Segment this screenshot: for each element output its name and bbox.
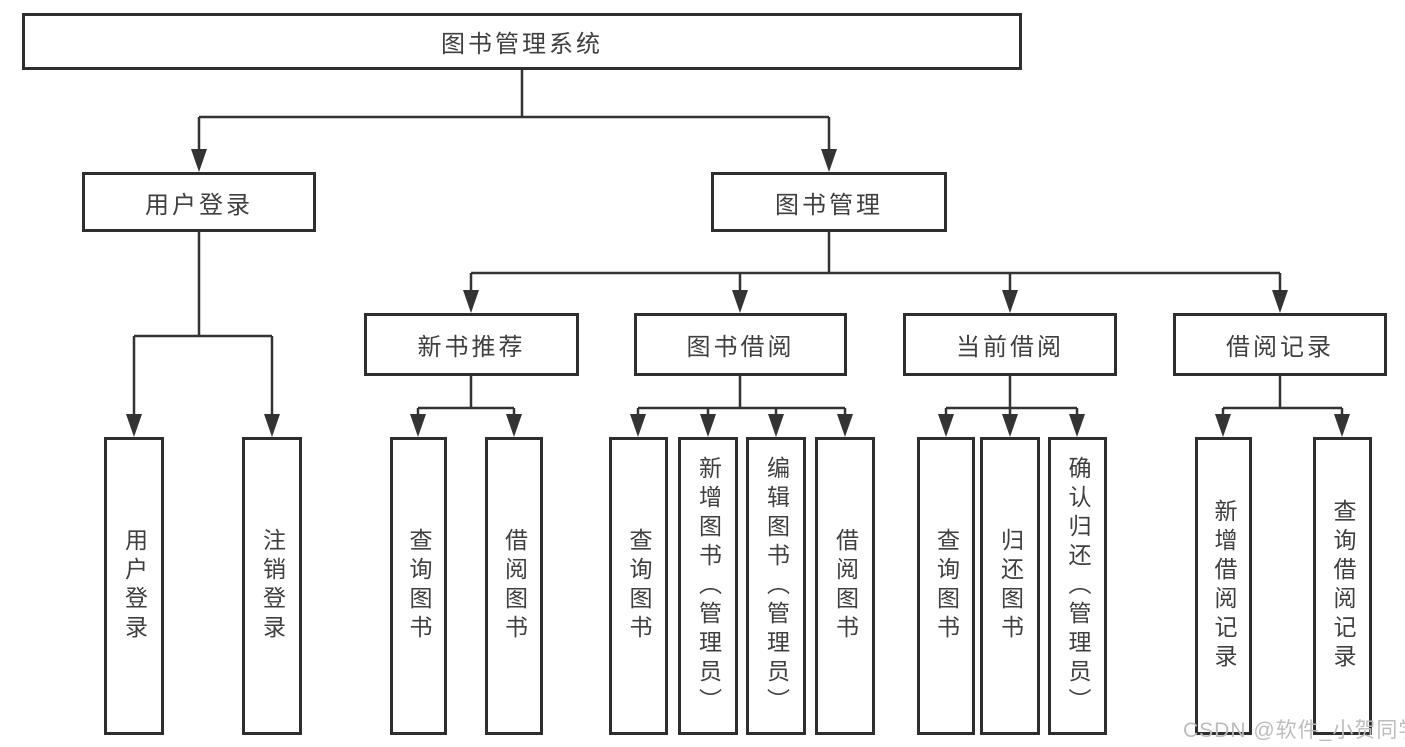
node-book-borrowing: 图书借阅: [634, 313, 847, 376]
leaf-edit-books-admin: 编辑图书（管理员）: [746, 437, 806, 735]
leaf-label: 确认归还（管理员）: [1065, 455, 1091, 717]
node-label: 用户登录: [145, 191, 253, 219]
node-user-login: 用户登录: [82, 172, 316, 232]
node-book-management: 图书管理: [711, 172, 947, 232]
leaf-label: 查询图书: [933, 528, 960, 644]
leaf-label: 查询图书: [406, 528, 432, 644]
leaf-logout: 注销登录: [242, 437, 302, 735]
leaf-label: 新增图书（管理员）: [695, 455, 722, 717]
node-label: 图书借阅: [686, 334, 795, 361]
node-label: 当前借阅: [956, 334, 1064, 361]
node-label: 借阅记录: [1226, 334, 1334, 361]
node-label: 新书推荐: [417, 334, 526, 361]
leaf-label: 编辑图书（管理员）: [763, 455, 790, 717]
node-new-book-recommend: 新书推荐: [364, 313, 579, 376]
node-current-borrowing: 当前借阅: [903, 313, 1117, 376]
node-root-system: 图书管理系统: [22, 13, 1022, 70]
node-label: 图书管理系统: [441, 31, 603, 58]
leaf-label: 新增借阅记录: [1211, 499, 1237, 673]
leaf-add-books-admin: 新增图书（管理员）: [678, 437, 738, 735]
leaf-return-books: 归还图书: [980, 437, 1040, 735]
leaf-label: 查询借阅记录: [1330, 499, 1356, 673]
leaf-label: 借阅图书: [832, 528, 859, 644]
leaf-query-borrow-record: 查询借阅记录: [1313, 437, 1372, 735]
leaf-query-books-borrow: 查询图书: [609, 437, 668, 735]
leaf-query-books-current: 查询图书: [917, 437, 975, 735]
leaf-user-login: 用户登录: [104, 437, 164, 735]
leaf-label: 借阅图书: [501, 528, 528, 644]
leaf-borrow-books: 借阅图书: [815, 437, 875, 735]
leaf-add-borrow-record: 新增借阅记录: [1195, 437, 1252, 735]
leaf-label: 查询图书: [626, 528, 652, 644]
leaf-label: 用户登录: [121, 528, 148, 644]
leaf-query-books-recommend: 查询图书: [390, 437, 447, 735]
node-label: 图书管理: [775, 191, 883, 219]
node-borrowing-records: 借阅记录: [1173, 313, 1387, 376]
leaf-confirm-return-admin: 确认归还（管理员）: [1048, 437, 1107, 735]
csdn-watermark: CSDN @软件_小贺同学: [1183, 719, 1405, 742]
leaf-label: 注销登录: [259, 528, 286, 644]
leaf-borrow-books-recommend: 借阅图书: [485, 437, 543, 735]
leaf-label: 归还图书: [997, 528, 1024, 644]
